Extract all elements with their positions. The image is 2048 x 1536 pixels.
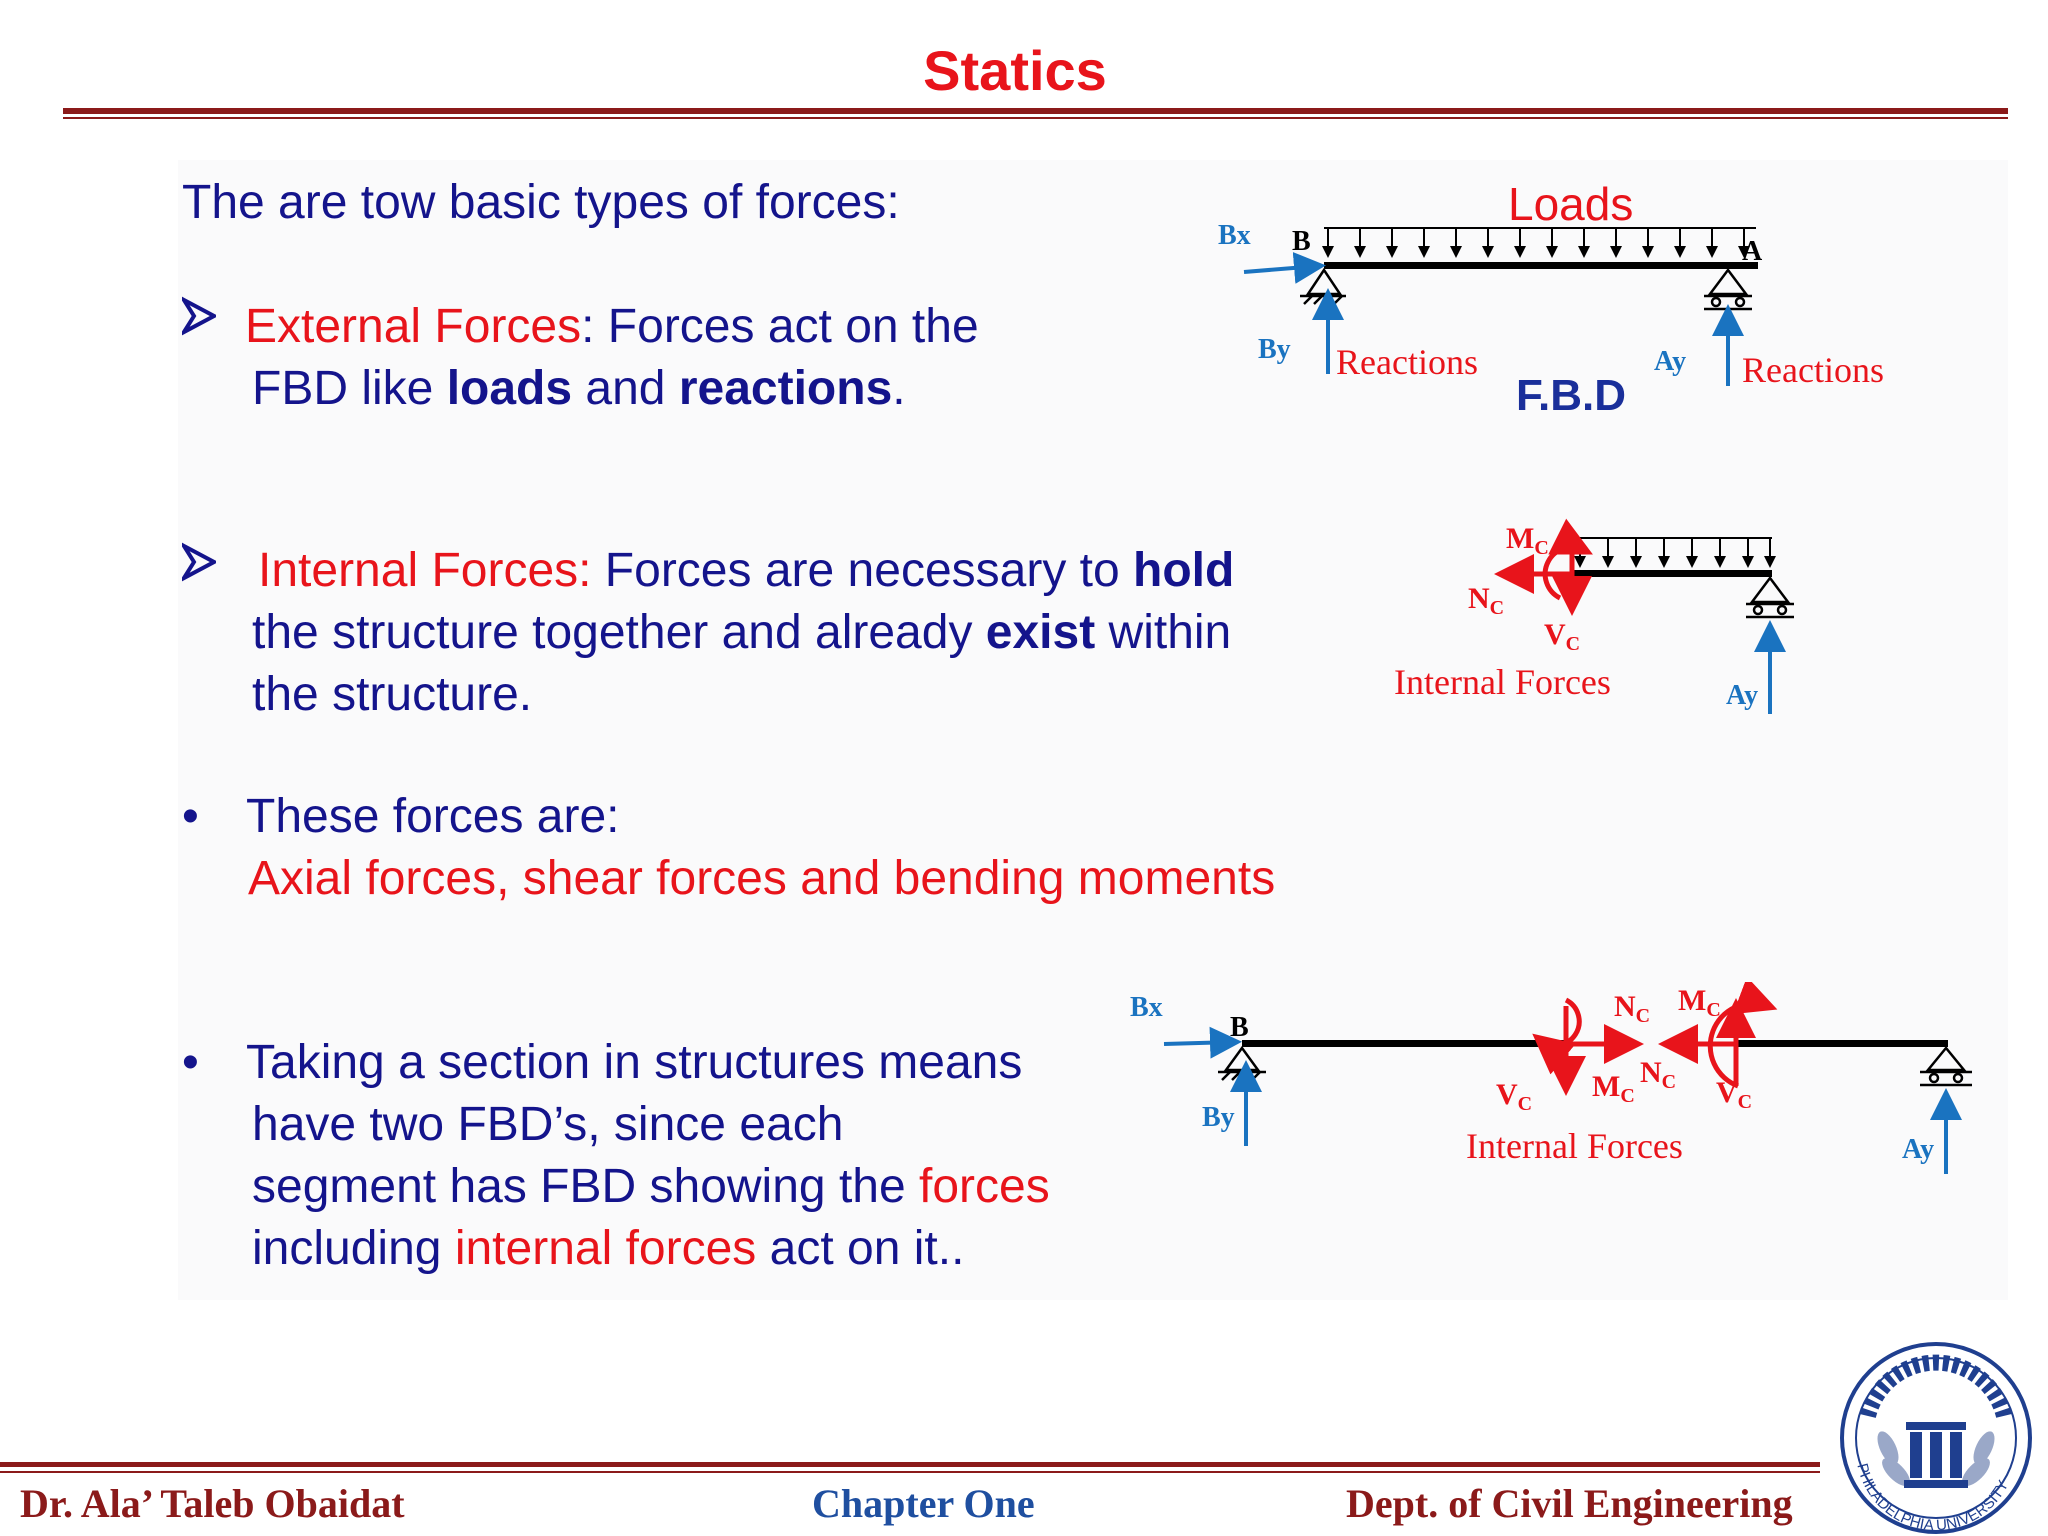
nc-label: NC (1468, 582, 1504, 619)
arrow-bullet-icon (178, 540, 219, 593)
vc-right-label: VC (1716, 1076, 1752, 1113)
internal-forces-label: Internal Forces (1394, 662, 1611, 702)
by-label: By (1258, 334, 1291, 365)
beam (1324, 262, 1758, 269)
reactions-left-label: Reactions (1336, 342, 1478, 382)
nc-left-label: NC (1614, 990, 1650, 1027)
laurel-icon (1877, 1431, 1995, 1486)
mc-right-label: MC (1678, 984, 1721, 1021)
section-forces: forces (919, 1160, 1050, 1213)
section-line4: including internal forces act on it.. (252, 1218, 964, 1280)
internal-forces-line1: Internal Forces: Forces are necessary to… (258, 540, 1234, 602)
slide-title: Statics (923, 39, 1107, 102)
external-forces-desc1: : Forces act on the (581, 300, 979, 353)
internal-forces-desc2a: the structure together and already (252, 606, 986, 659)
ay-label: Ay (1726, 680, 1758, 711)
section-line4c: act on it.. (756, 1222, 965, 1275)
section-line3a: segment has FBD showing the (252, 1160, 920, 1213)
ay-label: Ay (1654, 346, 1686, 377)
a-label: A (1742, 236, 1763, 267)
dot-bullet: • (182, 1036, 199, 1089)
distributed-load-arrows (1322, 227, 1756, 258)
title-rule-thick (63, 108, 2008, 114)
columns-icon (1904, 1422, 1968, 1488)
section-line1: Taking a section in structures means (246, 1036, 1023, 1089)
internal-forces-line2: the structure together and already exist… (252, 602, 1231, 664)
loads-label: Loads (1508, 178, 1633, 230)
internal-forces-diagram: MC NC VC Internal Forces Ay (1394, 518, 1794, 714)
beam-segment (1572, 570, 1772, 577)
internal-forces-label: Internal Forces (1466, 1126, 1683, 1166)
nc-right-label: NC (1640, 1056, 1676, 1093)
distributed-load-arrows (1572, 537, 1776, 568)
section-line2: have two FBD’s, since each (252, 1098, 844, 1151)
dot-bullet: • (182, 790, 199, 843)
footer-rule-thin (0, 1471, 1820, 1473)
bx-label: Bx (1130, 992, 1163, 1023)
roller-support-icon (1746, 575, 1794, 619)
internal-forces-exist: exist (985, 606, 1096, 659)
ay-label: Ay (1902, 1134, 1934, 1165)
arrow-bullet-icon (178, 294, 219, 347)
external-forces-line1: External Forces: Forces act on the (245, 296, 979, 358)
mc-label: MC (1506, 522, 1549, 559)
internal-forces-heading: Internal Forces: (258, 544, 592, 597)
b-label: B (1230, 1012, 1249, 1043)
section-diagram: B Bx By VC MC NC Ay MC NC VC Internal Fo… (1130, 982, 1972, 1174)
vc-left-label: VC (1496, 1078, 1532, 1115)
external-forces-line2: FBD like loads and reactions. (252, 358, 906, 420)
pin-support-icon (1218, 1045, 1266, 1081)
section-line4a: including (252, 1222, 455, 1275)
internal-forces-hold: hold (1133, 544, 1235, 597)
reactions-right-label: Reactions (1742, 350, 1884, 390)
internal-forces-desc2c: within (1095, 606, 1232, 659)
fbd-caption: F.B.D (1516, 371, 1626, 420)
university-logo: PHILADELPHIA UNIVERSITY (1840, 1342, 2032, 1534)
these-forces-line2: Axial forces, shear forces and bending m… (248, 852, 1276, 905)
footer-dept: Dept. of Civil Engineering (1346, 1481, 1793, 1526)
vc-label: VC (1544, 618, 1580, 655)
content-area (178, 160, 2008, 1300)
bx-arrow (1243, 251, 1326, 284)
footer-rule-thick (0, 1462, 1820, 1467)
roller-support-icon (1920, 1046, 1972, 1087)
mc-left-label: MC (1592, 1070, 1635, 1107)
external-forces-loads: loads (446, 362, 573, 415)
section-line3: segment has FBD showing the forces (252, 1156, 1050, 1218)
external-forces-desc2e: . (892, 362, 906, 415)
footer-author: Dr. Ala’ Taleb Obaidat (20, 1481, 405, 1526)
right-beam-segment (1736, 1040, 1948, 1047)
by-label: By (1202, 1102, 1235, 1133)
internal-forces-line3: the structure. (252, 668, 533, 721)
section-internal-forces: internal forces (454, 1222, 757, 1275)
left-beam-segment (1242, 1040, 1564, 1047)
bx-arrow (1163, 1026, 1242, 1059)
these-forces-line1: These forces are: (246, 790, 620, 843)
fbd-diagram: Loads B A Bx By Reactions Ay React (1218, 178, 1884, 420)
intro-text: The are tow basic types of forces: (182, 176, 900, 229)
moment-arrow-left (1532, 997, 1582, 1075)
external-forces-desc2c: and (572, 362, 679, 415)
bx-label: Bx (1218, 220, 1251, 251)
external-forces-desc2a: FBD like (252, 362, 447, 415)
external-forces-heading: External Forces (245, 300, 582, 353)
internal-forces-desc1: Forces are necessary to (591, 544, 1134, 597)
roller-support-icon (1704, 267, 1752, 311)
pin-support-icon (1300, 267, 1346, 305)
external-forces-reactions: reactions (678, 362, 893, 415)
title-rule-thin (63, 117, 2008, 119)
footer-chapter: Chapter One (812, 1481, 1035, 1526)
b-label: B (1292, 226, 1311, 257)
